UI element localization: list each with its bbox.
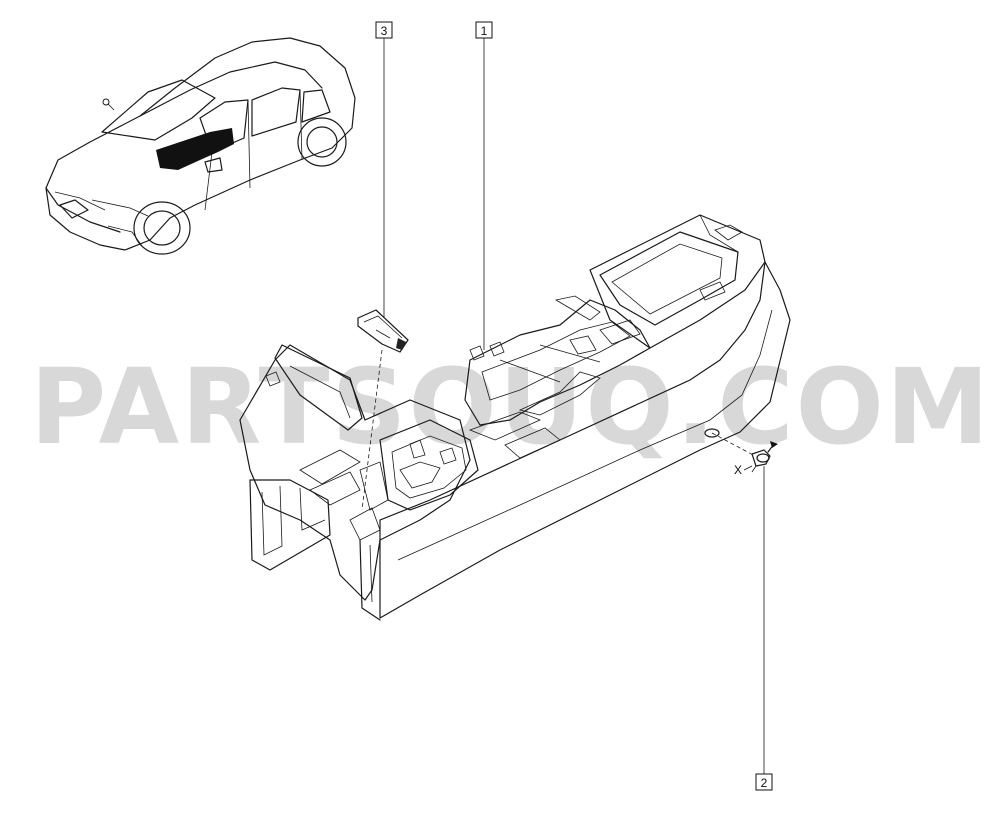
fastener-mark-label: X xyxy=(734,463,742,477)
callout-3-label: 3 xyxy=(381,24,388,38)
callout-3: 3 xyxy=(375,21,393,318)
insert-part xyxy=(357,309,409,511)
console-location-highlight xyxy=(156,128,234,170)
clip-part xyxy=(711,432,778,473)
callout-1: 1 xyxy=(475,21,493,350)
center-console-part xyxy=(239,214,791,621)
vehicle-locator-icon xyxy=(45,37,356,255)
fastener-marker: X xyxy=(734,463,753,477)
callout-2-label: 2 xyxy=(761,776,768,790)
callout-2: 2 xyxy=(755,466,773,791)
callout-1-label: 1 xyxy=(481,24,488,38)
